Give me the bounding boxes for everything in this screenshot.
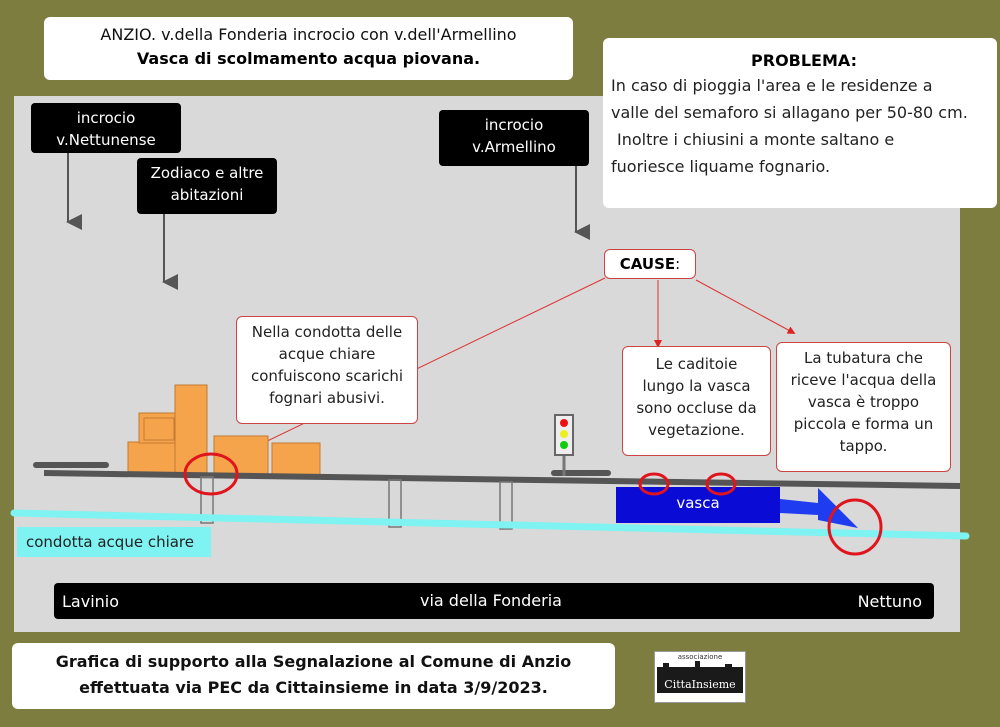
label-zodiaco: Zodiaco e altre abitazioni (137, 158, 277, 214)
road-surface (43, 470, 961, 489)
problem-markers (183, 452, 883, 556)
label-armellino-line1: incrocio (484, 116, 544, 134)
cause-label-text: CAUSE (619, 255, 676, 273)
label-zodiaco-line1: Zodiaco e altre (150, 164, 264, 182)
cause-label: CAUSE: (604, 249, 696, 279)
drain-connectors (200, 476, 513, 530)
problem-line3: Inoltre i chiusini a monte saltano e (617, 130, 895, 149)
footer-box: Grafica di supporto alla Segnalazione al… (12, 643, 615, 709)
cause2-line2: lungo la vasca (642, 377, 751, 395)
cause-label-colon: : (675, 255, 681, 273)
header-box: ANZIO. v.della Fonderia incrocio con v.d… (44, 17, 573, 80)
cause3-line3: vasca è troppo (807, 393, 920, 411)
cause3-line2: riceve l'acqua della (790, 371, 937, 389)
cause3-line4: piccola e forma un (793, 415, 934, 433)
logo-name: CittaInsieme (664, 678, 736, 691)
cause-callout-3: La tubatura che riceve l'acqua della vas… (776, 342, 951, 472)
cittainsieme-logo: associazione CittaInsieme (654, 651, 746, 703)
vasca-tank (616, 487, 780, 523)
logo-small-text: associazione (677, 653, 723, 661)
cause2-line4: vegetazione. (648, 421, 745, 439)
condotta-pipe (10, 509, 970, 540)
cause3-line5: tappo. (839, 437, 888, 455)
problem-line1: In caso di pioggia l'area e le residenze… (611, 76, 933, 95)
cause-callout-1: Nella condotta delle acque chiare confui… (236, 316, 418, 424)
header-line2: Vasca di scolmamento acqua piovana. (136, 49, 481, 68)
road-middle-label: via della Fonderia (420, 591, 562, 610)
cause1-line2: acque chiare (278, 345, 376, 363)
footer-line2: effettuata via PEC da Cittainsieme in da… (79, 678, 548, 697)
label-zodiaco-line2: abitazioni (170, 186, 244, 204)
cause-callout-2: Le caditoie lungo la vasca sono occluse … (622, 346, 771, 456)
cause-line-3 (695, 279, 796, 334)
logo-skyline-icon (657, 661, 743, 693)
cause3-line1: La tubatura che (804, 349, 923, 367)
label-nettunense-line2: v.Nettunense (56, 131, 156, 149)
vasca-label: vasca (676, 494, 720, 512)
label-armellino-line2: v.Armellino (472, 138, 556, 156)
cause2-line3: sono occluse da (636, 399, 757, 417)
header-line1: ANZIO. v.della Fonderia incrocio con v.d… (100, 25, 517, 44)
cause2-line1: Le caditoie (655, 355, 738, 373)
label-nettunense-line1: incrocio (76, 109, 136, 127)
problem-box: PROBLEMA: In caso di pioggia l'area e le… (603, 38, 997, 208)
label-armellino: incrocio v.Armellino (439, 110, 589, 166)
cause1-line4: fognari abusivi. (269, 389, 385, 407)
road-bar: Lavinio via della Fonderia Nettuno (54, 583, 934, 619)
problem-title: PROBLEMA: (751, 51, 857, 70)
cause1-line1: Nella condotta delle (251, 323, 403, 341)
problem-line2: valle del semaforo si allagano per 50-80… (611, 103, 968, 122)
road-left-label: Lavinio (62, 592, 120, 611)
label-nettunense: incrocio v.Nettunense (31, 103, 181, 153)
vasca-outflow-arrow (780, 488, 858, 528)
road-right-label: Nettuno (857, 592, 922, 611)
traffic-light-icon (554, 414, 574, 476)
cause1-line3: confuiscono scarichi (250, 367, 404, 385)
problem-line4: fuoriesce liquame fognario. (611, 157, 831, 176)
footer-line1: Grafica di supporto alla Segnalazione al… (55, 652, 572, 671)
condotta-label: condotta acque chiare (17, 527, 211, 557)
